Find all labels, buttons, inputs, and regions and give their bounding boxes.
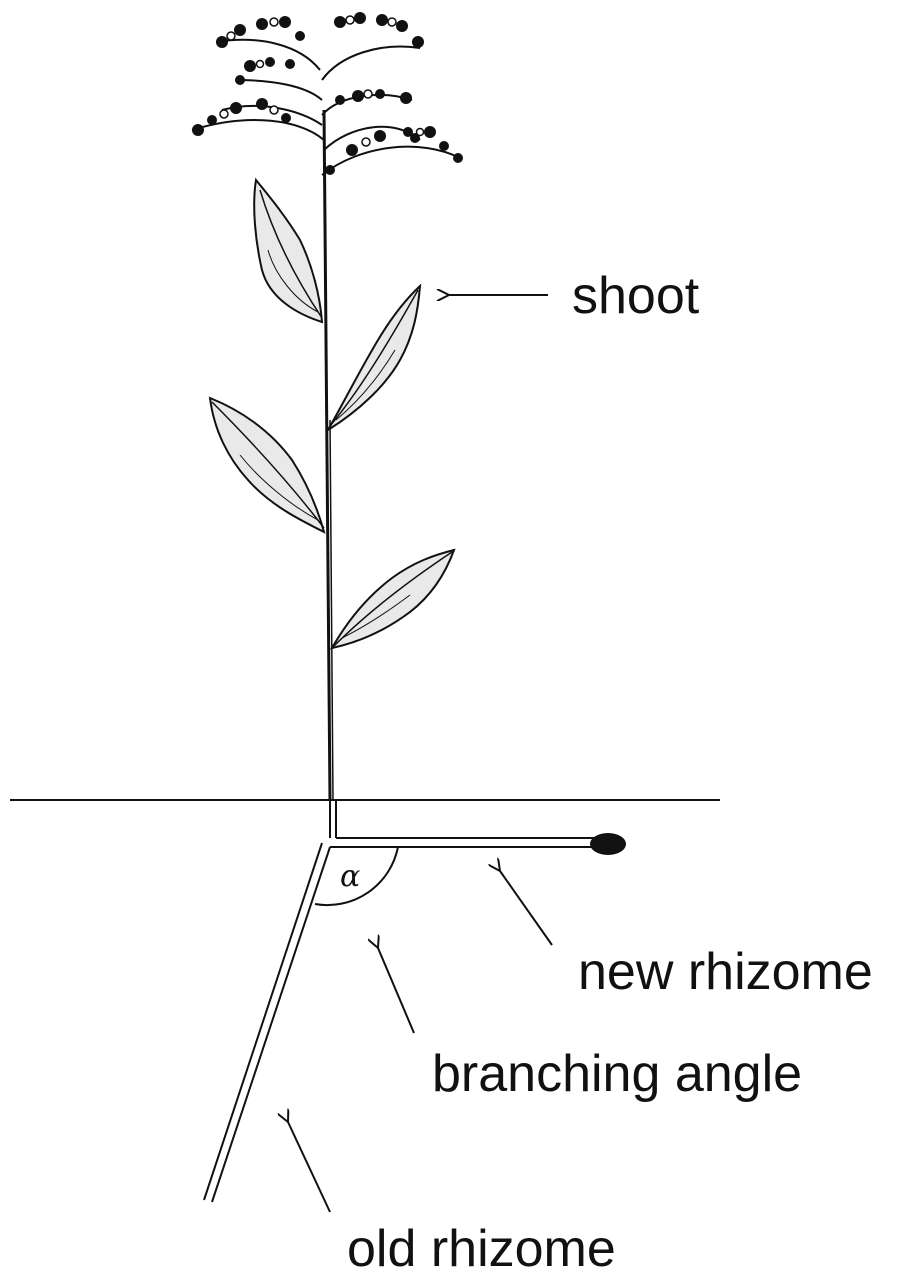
- old-rhizome-arrow: [288, 1122, 330, 1212]
- leaf: [254, 180, 322, 322]
- old-rhizome: [204, 843, 330, 1202]
- shoot-label: shoot: [572, 270, 699, 322]
- new-rhizome-arrow: [500, 871, 552, 945]
- branching-angle-arrow: [378, 948, 414, 1033]
- leaf: [328, 286, 420, 430]
- rhizome-bud: [590, 833, 626, 855]
- angle-symbol: α: [340, 859, 360, 894]
- leaf: [332, 550, 454, 648]
- old-rhizome-label: old rhizome: [347, 1223, 616, 1275]
- stem: [324, 110, 336, 838]
- leaves: [210, 180, 454, 648]
- leaf: [210, 398, 324, 532]
- new-rhizome-label: new rhizome: [578, 946, 873, 998]
- branching-angle-label: branching angle: [432, 1048, 802, 1100]
- new-rhizome: [330, 833, 626, 855]
